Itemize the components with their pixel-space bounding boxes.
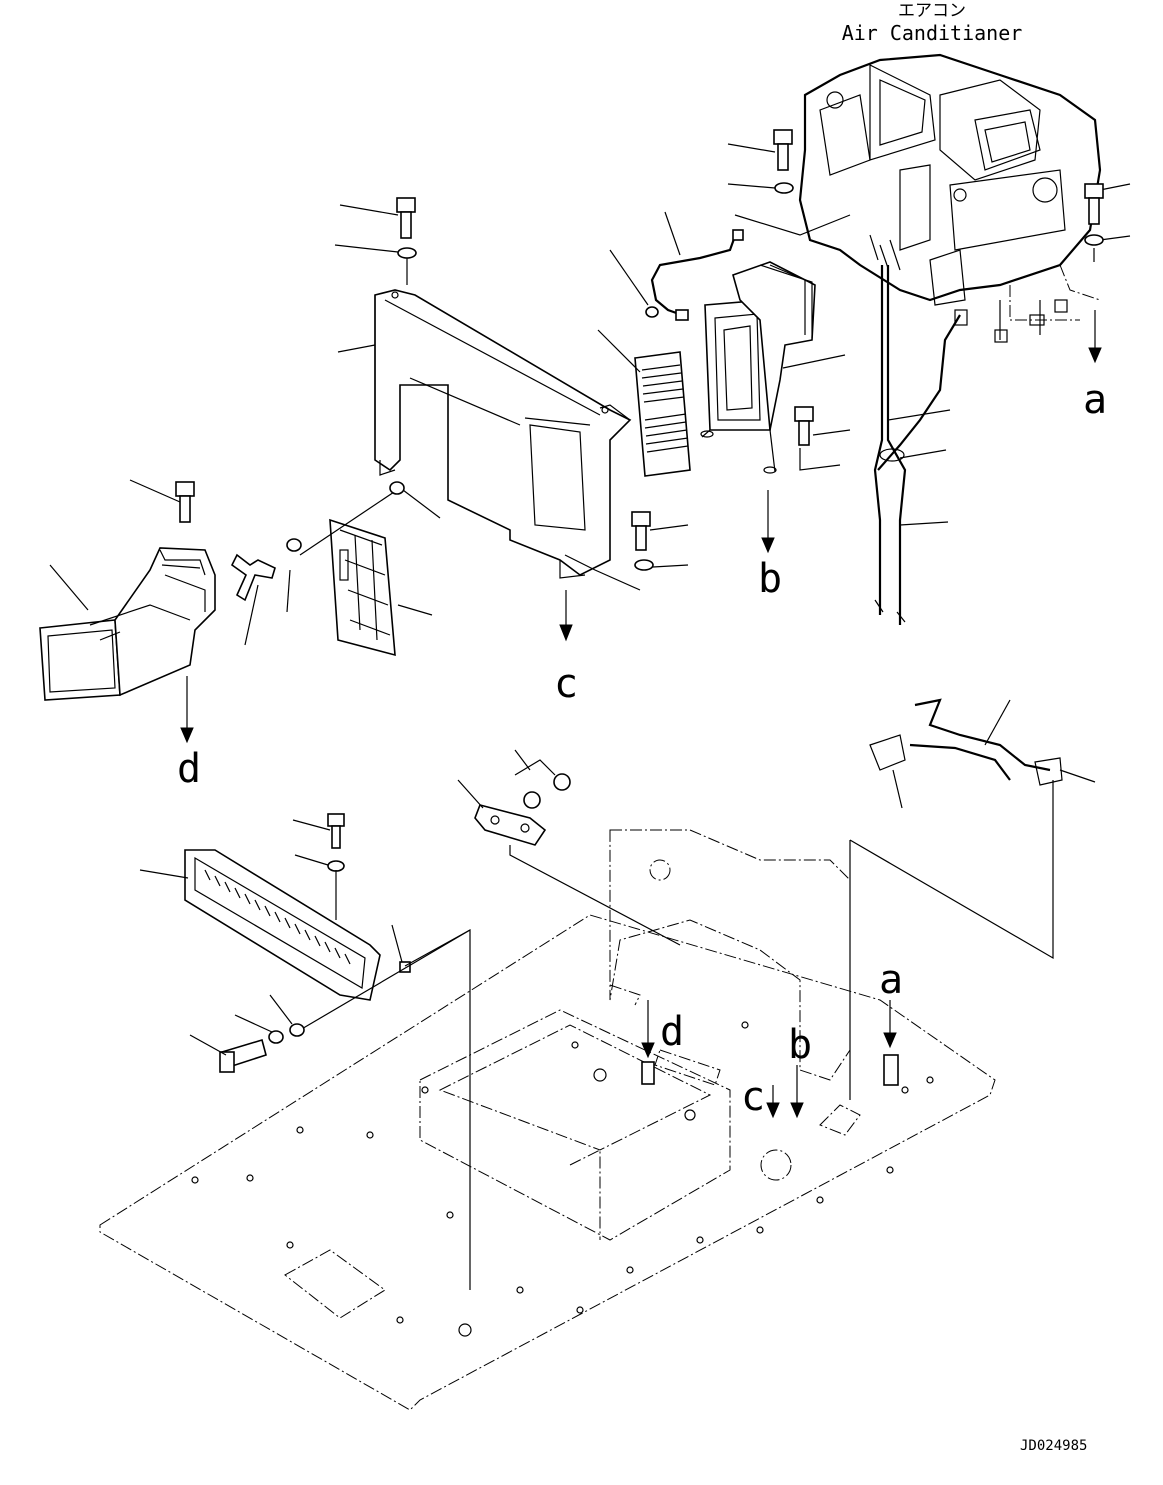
louver-bolts bbox=[189, 813, 345, 1073]
air-filter-element bbox=[597, 329, 691, 477]
lower-label-d: d bbox=[660, 1009, 684, 1055]
air-duct-upper bbox=[700, 261, 846, 554]
floor-plate bbox=[99, 829, 996, 1411]
lower-label-a: a bbox=[879, 957, 903, 1003]
ac-pipes bbox=[873, 265, 968, 625]
air-duct-lower-left bbox=[39, 479, 216, 744]
arrow-a bbox=[1088, 310, 1102, 364]
lower-label-c: c bbox=[741, 1074, 765, 1120]
duct-bolt bbox=[794, 406, 851, 471]
arrow-label-a: a bbox=[1083, 377, 1107, 423]
air-conditioner-label-en: Air Canditianer bbox=[842, 21, 1023, 45]
lower-arrows bbox=[641, 1000, 899, 1119]
top-right-fasteners bbox=[727, 129, 1131, 526]
panel-bolt-right bbox=[559, 511, 689, 642]
lower-label-b: b bbox=[788, 1022, 812, 1068]
arrow-label-d: d bbox=[177, 746, 201, 792]
arrow-label-b: b bbox=[758, 556, 782, 602]
drawing-code: JD024985 bbox=[1020, 1438, 1087, 1454]
cable-harness bbox=[609, 211, 744, 321]
air-conditioner-label-jp: エアコン bbox=[898, 1, 966, 21]
air-conditioner-unit bbox=[798, 53, 1102, 343]
panel-bolt-top bbox=[334, 197, 417, 285]
rubber-mount bbox=[457, 749, 681, 946]
wing-bolt bbox=[230, 553, 276, 646]
louver-panel bbox=[139, 849, 471, 1290]
grille-panel bbox=[286, 481, 433, 657]
cover-panel bbox=[337, 289, 632, 579]
arrow-label-c: c bbox=[554, 661, 578, 707]
